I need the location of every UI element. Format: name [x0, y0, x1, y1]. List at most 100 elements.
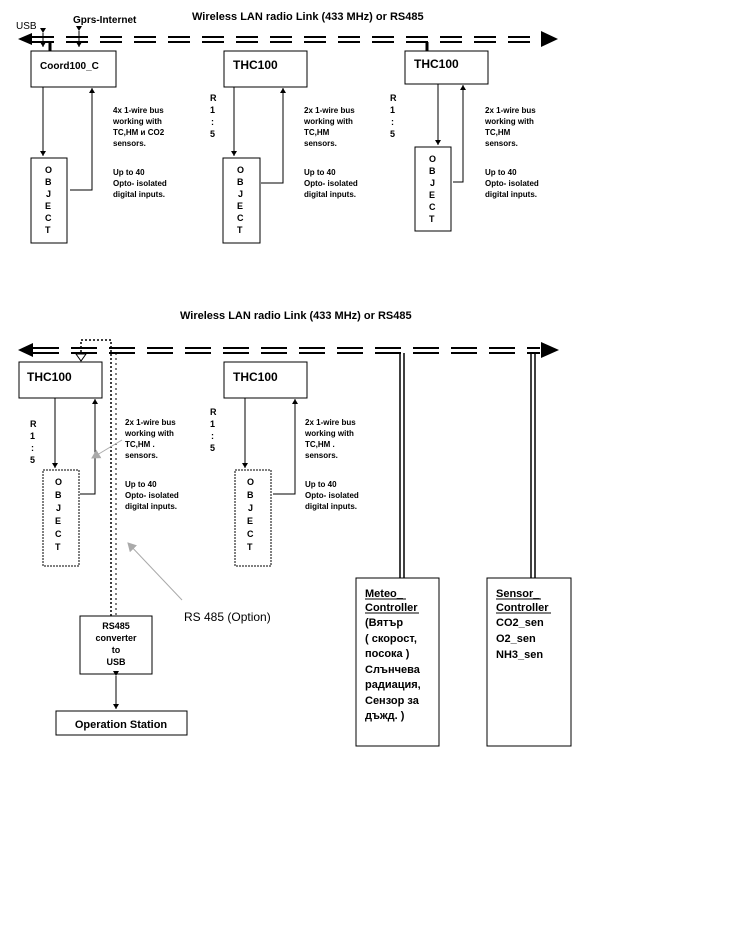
rs485-converter-box: [79, 615, 153, 675]
top-thc100-2-box: [404, 50, 489, 85]
svg-text:C: C: [237, 213, 244, 223]
svg-text::: :: [211, 431, 214, 441]
rs485-option-label: RS 485 (Option): [184, 610, 271, 624]
svg-text:5: 5: [210, 129, 215, 139]
bottom-thc100-1-box: [18, 361, 103, 399]
top-thc100-1-label: THC100: [233, 58, 278, 72]
coord-object-box: [30, 157, 68, 244]
svg-text:Controller: Controller: [365, 602, 418, 614]
svg-text:sensors.: sensors.: [305, 451, 338, 460]
svg-text:4x 1-wire bus: 4x 1-wire bus: [113, 106, 164, 115]
svg-text:Opto- isolated: Opto- isolated: [125, 491, 179, 500]
usb-label: USB: [16, 21, 37, 32]
svg-text:B: B: [429, 166, 436, 176]
svg-text:digital inputs.: digital inputs.: [485, 190, 537, 199]
top-thc100-1-bus-text: 2x 1-wire bus working with TC,HM sensors…: [303, 106, 358, 199]
rs485-pointer-2: [127, 542, 183, 601]
svg-text:5: 5: [390, 129, 395, 139]
svg-text:sensors.: sensors.: [125, 451, 158, 460]
coord-bus-text: 4x 1-wire bus working with TC,HM и CO2 s…: [112, 106, 167, 199]
svg-text:Up to 40: Up to 40: [125, 480, 157, 489]
svg-text:2x 1-wire bus: 2x 1-wire bus: [305, 418, 356, 427]
top-thc100-2-r: R 1 : 5: [390, 93, 397, 139]
svg-text:радиация,: радиация,: [365, 679, 421, 691]
svg-text:R: R: [210, 407, 217, 417]
top-thc100-2-object-box: [414, 146, 452, 232]
svg-text:Controller: Controller: [496, 602, 549, 614]
top-thc100-1-object-label: O B J E C T: [237, 165, 244, 235]
svg-text:J: J: [430, 178, 435, 188]
svg-text:NH3_sen: NH3_sen: [496, 649, 543, 661]
sensor-controller-box: [486, 577, 572, 747]
svg-text:TC,HM и CO2: TC,HM и CO2: [113, 128, 165, 137]
svg-text::: :: [211, 117, 214, 127]
svg-text:digital inputs.: digital inputs.: [113, 190, 165, 199]
bottom-thc100-2-label: THC100: [233, 370, 278, 384]
coord100-box: [30, 50, 117, 88]
top-thc100-1-box: [223, 50, 308, 88]
rs485-pointer-1: [91, 439, 123, 459]
svg-text:R: R: [390, 93, 397, 103]
svg-text:E: E: [55, 516, 61, 526]
coord-object-label: O B J E C T: [45, 165, 52, 235]
svg-text:Слънчева: Слънчева: [365, 664, 421, 676]
svg-text:converter: converter: [95, 633, 137, 643]
svg-text:digital inputs.: digital inputs.: [304, 190, 356, 199]
top-thc100-2-bus-text: 2x 1-wire bus working with TC,HM sensors…: [484, 106, 539, 199]
svg-text:1: 1: [210, 419, 215, 429]
svg-text:Up to 40: Up to 40: [305, 480, 337, 489]
svg-text:( скорост,: ( скорост,: [365, 633, 417, 645]
svg-text:Opto- isolated: Opto- isolated: [304, 179, 358, 188]
bottom-thc100-1-bus-text: 2x 1-wire bus working with TC,HM . senso…: [124, 418, 179, 511]
bus-arrow-left-icon: [18, 343, 33, 357]
bus-arrow-left-icon: [18, 33, 32, 45]
svg-text:working with: working with: [112, 117, 162, 126]
coord100-label: Coord100_C: [40, 61, 99, 72]
svg-text:5: 5: [30, 455, 35, 465]
svg-text:E: E: [237, 201, 243, 211]
svg-text:1: 1: [210, 105, 215, 115]
operation-station-label: Operation Station: [75, 719, 168, 731]
svg-text:O: O: [429, 154, 436, 164]
bottom-thc100-2-bus-text: 2x 1-wire bus working with TC,HM . senso…: [304, 418, 359, 511]
svg-text::: :: [391, 117, 394, 127]
top-title: Wireless LAN radio Link (433 MHz) or RS4…: [192, 11, 424, 23]
svg-text:R: R: [210, 93, 217, 103]
svg-text:5: 5: [210, 443, 215, 453]
bottom-bus-line: [18, 342, 559, 358]
bottom-thc100-1-object-label: O B J E C T: [55, 477, 62, 552]
svg-text:sensors.: sensors.: [485, 139, 518, 148]
bus-arrow-right-icon: [541, 31, 558, 47]
svg-text:E: E: [247, 516, 253, 526]
bottom-thc100-2-box: [223, 361, 308, 399]
svg-text:Сензор за: Сензор за: [365, 695, 420, 707]
svg-text:2x 1-wire bus: 2x 1-wire bus: [304, 106, 355, 115]
svg-text:B: B: [237, 177, 244, 187]
svg-text:T: T: [247, 542, 253, 552]
svg-text:R: R: [30, 419, 37, 429]
svg-text:E: E: [429, 190, 435, 200]
svg-text:E: E: [45, 201, 51, 211]
top-thc100-2-object-label: O B J E C T: [429, 154, 436, 224]
svg-text:2x 1-wire bus: 2x 1-wire bus: [485, 106, 536, 115]
svg-text:digital inputs.: digital inputs.: [305, 502, 357, 511]
svg-text:TC,HM .: TC,HM .: [305, 440, 335, 449]
svg-text:J: J: [248, 503, 253, 513]
svg-text:B: B: [55, 490, 62, 500]
svg-text:sensors.: sensors.: [113, 139, 146, 148]
svg-text:O: O: [55, 477, 62, 487]
svg-text:T: T: [55, 542, 61, 552]
meteo-controller-label: Meteo_ Controller (Вятър ( скорост, посо…: [365, 588, 421, 722]
svg-text:Opto- isolated: Opto- isolated: [113, 179, 167, 188]
svg-text:working with: working with: [303, 117, 353, 126]
top-thc100-1-r: R 1 : 5: [210, 93, 217, 139]
svg-text:Up to 40: Up to 40: [113, 168, 145, 177]
top-bus-line: [18, 31, 558, 47]
svg-text:working with: working with: [304, 429, 354, 438]
svg-text:O: O: [237, 165, 244, 175]
svg-text:Meteo_: Meteo_: [365, 588, 404, 600]
svg-text:J: J: [56, 503, 61, 513]
svg-text:B: B: [247, 490, 254, 500]
top-thc100-1-object-box: [222, 157, 261, 244]
